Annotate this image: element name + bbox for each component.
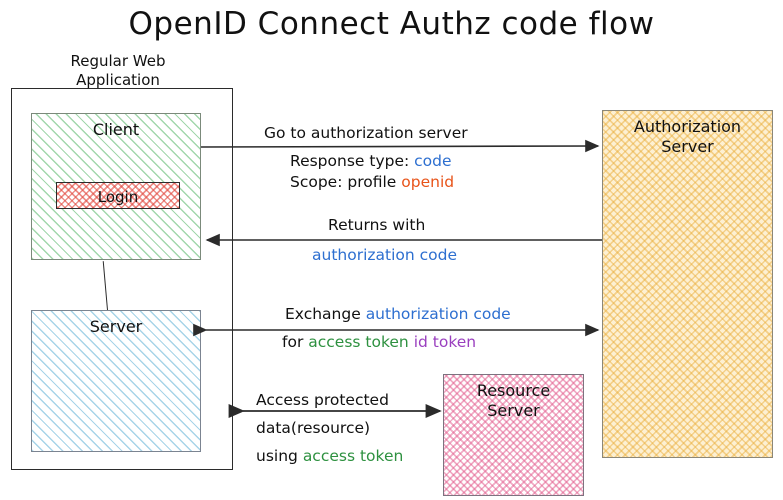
- app-container-label-line2: Application: [76, 71, 160, 89]
- flow-1-scope-prefix: Scope: profile: [290, 173, 397, 191]
- flow-1-scope-value: openid: [401, 173, 455, 191]
- flow-3-for-prefix: for: [282, 333, 304, 351]
- node-resource-server-label-line1: Resource: [476, 381, 551, 400]
- flow-4-label-below-line1: data(resource): [256, 419, 371, 437]
- flow-1-response-type-value: code: [414, 152, 452, 170]
- flow-4-label-below-line2: using access token: [256, 447, 403, 466]
- node-resource-server[interactable]: Resource Server: [443, 374, 584, 496]
- flow-2-label-above: Returns with: [328, 216, 426, 234]
- flow-4-label-above: Access protected: [256, 391, 389, 409]
- node-server-label: Server: [89, 317, 143, 336]
- flow-4-access-token-value: access token: [302, 447, 404, 465]
- flow-1-label-above: Go to authorization server: [264, 124, 468, 142]
- node-authorization-server-label-line2: Server: [661, 137, 714, 156]
- app-container-label: Regular Web Application: [38, 52, 198, 90]
- node-login-button[interactable]: Login: [56, 182, 180, 209]
- app-container-label-line1: Regular Web: [70, 52, 166, 70]
- flow-3-label-above: Exchange authorization code: [285, 305, 511, 324]
- node-authorization-server-label-line1: Authorization: [633, 117, 742, 136]
- node-login-label: Login: [97, 188, 139, 206]
- node-client-label: Client: [92, 120, 140, 139]
- flow-3-label-below: for access token id token: [282, 333, 476, 352]
- flow-3-exchange-prefix: Exchange: [285, 305, 361, 323]
- node-authorization-server-label: Authorization Server: [603, 117, 772, 157]
- regular-web-application-container: [11, 88, 233, 470]
- flow-3-exchange-value: authorization code: [365, 305, 511, 323]
- node-server[interactable]: Server: [31, 310, 201, 452]
- flow-3-access-token-value: access token: [308, 333, 409, 351]
- flow-4-using-prefix: using: [256, 447, 298, 465]
- flow-3-id-token-value: id token: [413, 333, 477, 351]
- flow-1-label-below-line1: Response type: code: [290, 152, 452, 171]
- arrow-flow-1: [200, 139, 600, 153]
- flow-1-label-below-line2: Scope: profile openid: [290, 173, 454, 192]
- node-resource-server-label: Resource Server: [444, 381, 583, 421]
- flow-2-label-below: authorization code: [312, 246, 458, 264]
- flow-1-response-type-prefix: Response type:: [290, 152, 410, 170]
- node-resource-server-label-line2: Server: [487, 401, 540, 420]
- page-title: OpenID Connect Authz code flow: [128, 6, 655, 42]
- node-authorization-server[interactable]: Authorization Server: [602, 110, 773, 458]
